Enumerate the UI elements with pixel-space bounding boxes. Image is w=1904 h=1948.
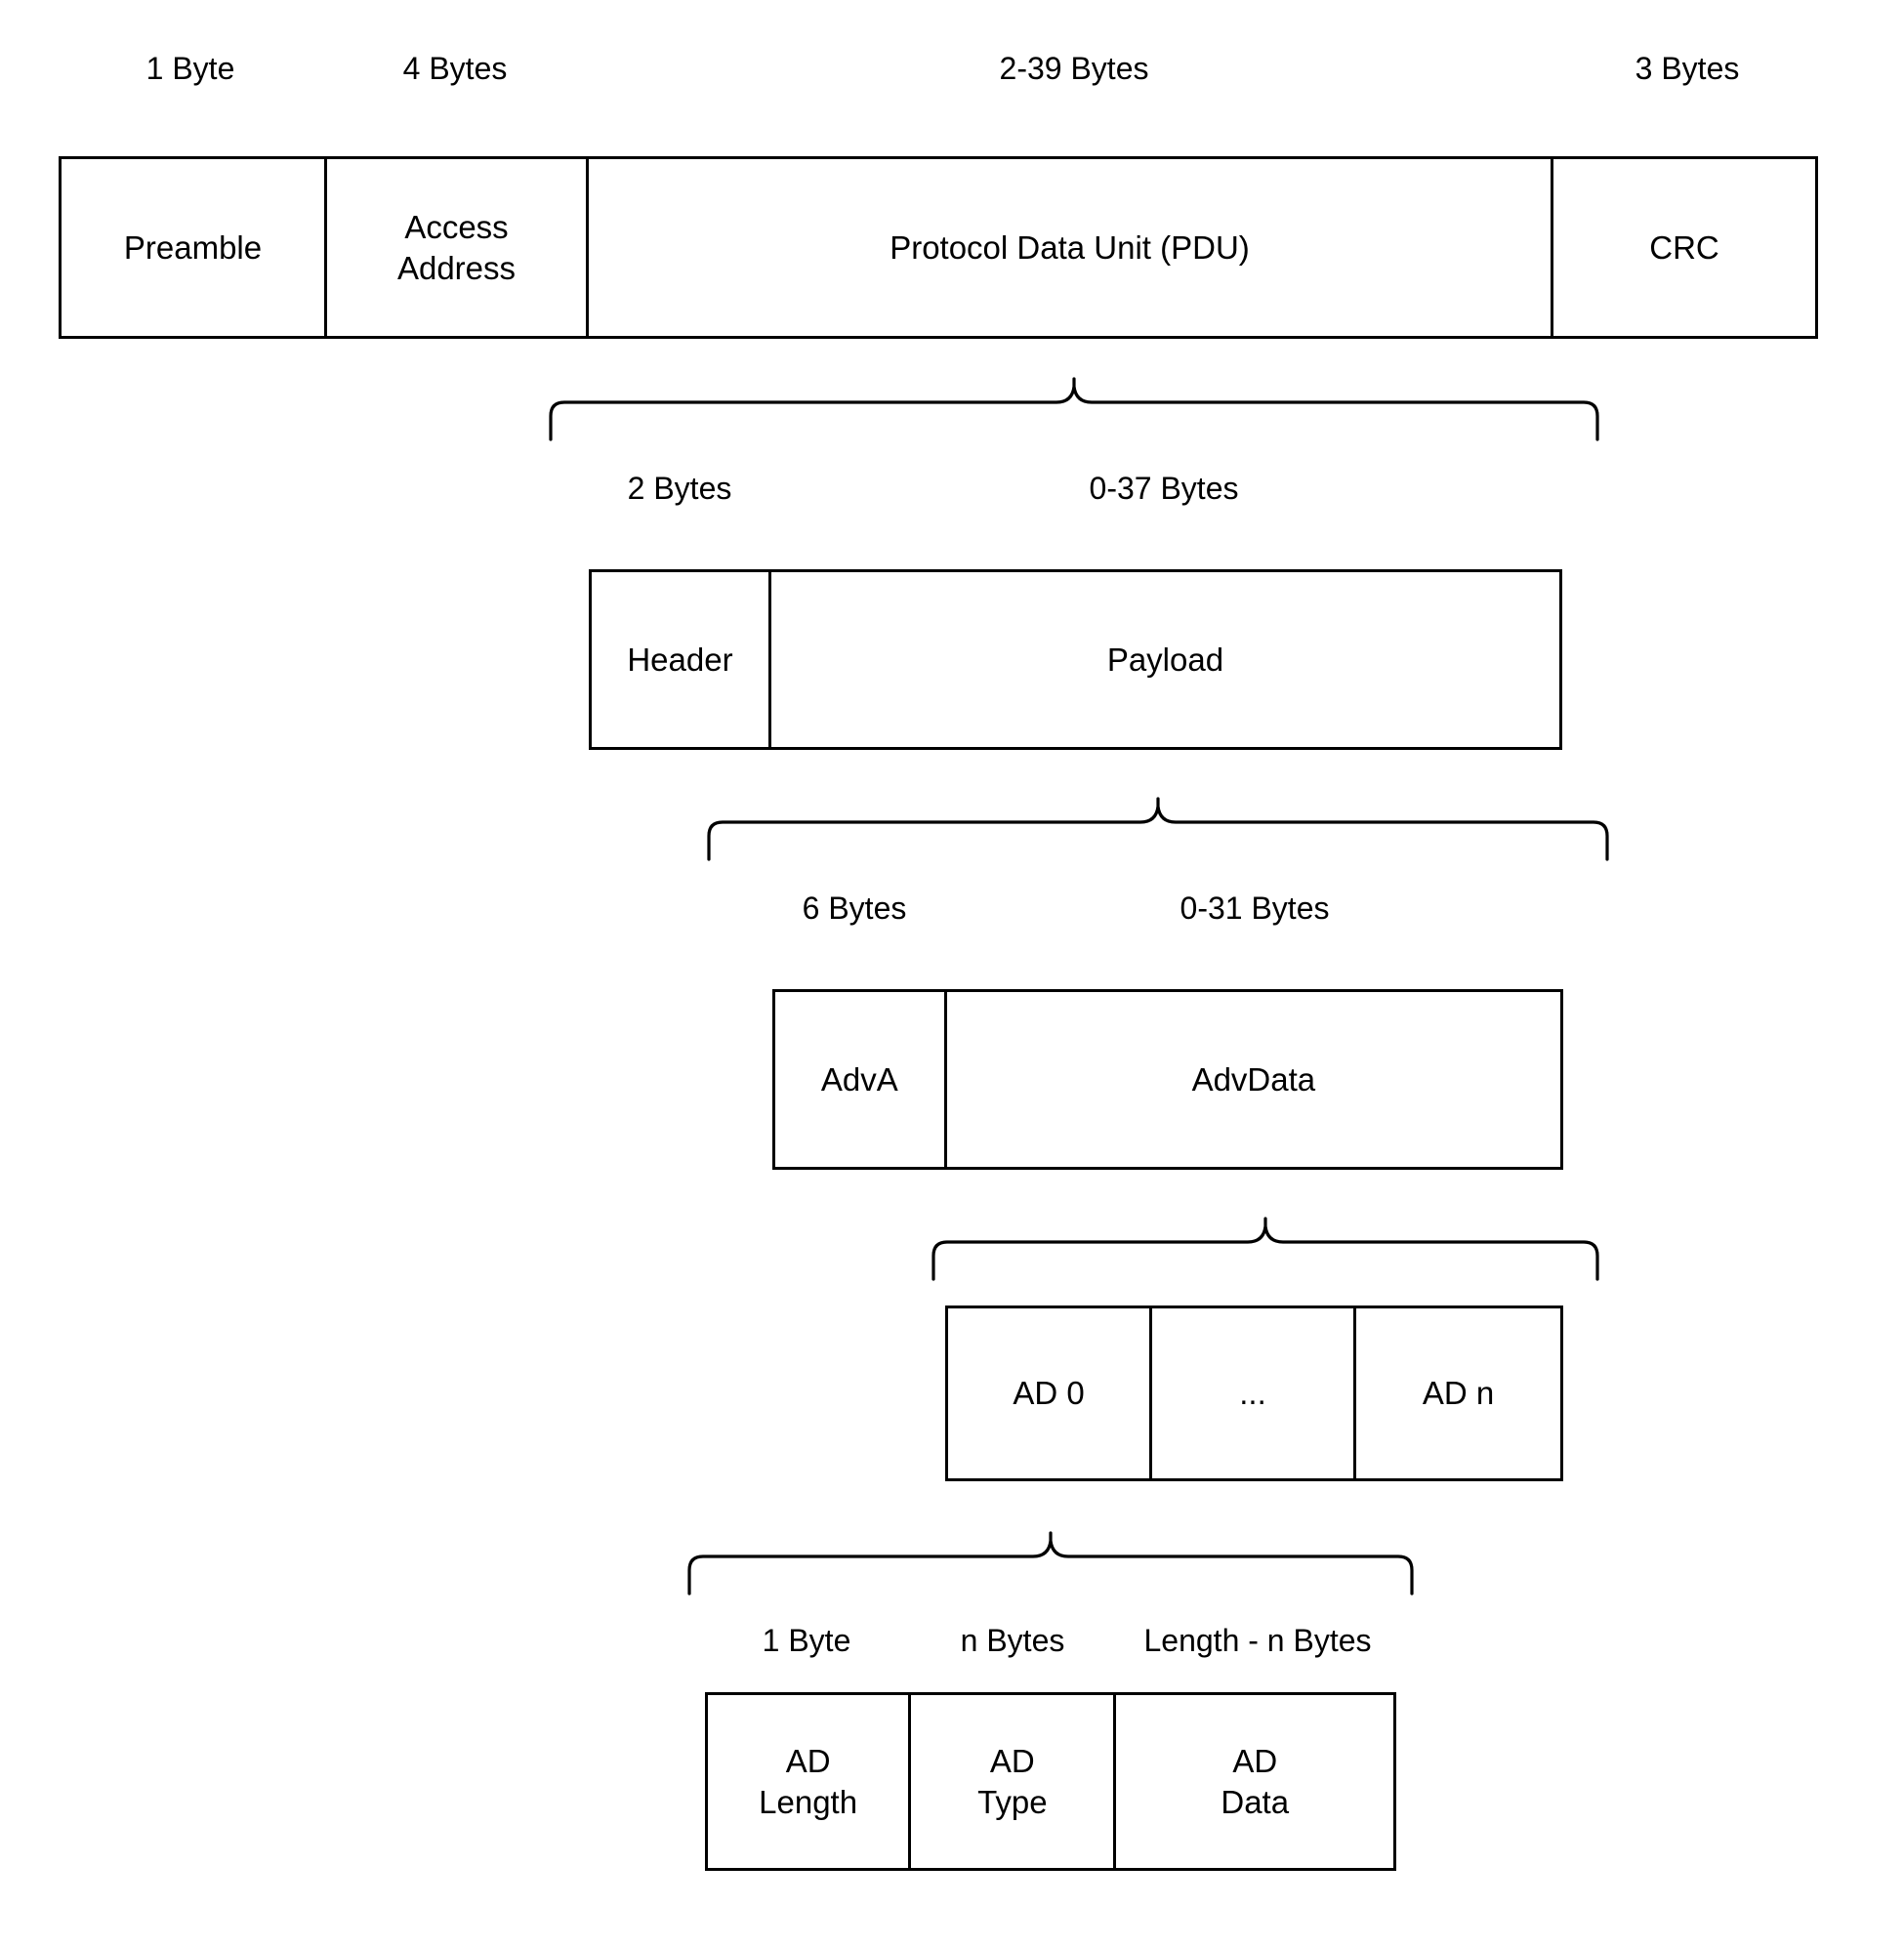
packet-row: Preamble Access Address Protocol Data Un…: [59, 156, 1818, 339]
size-label-payload: 0-37 Bytes: [1089, 471, 1239, 506]
field-access-address[interactable]: Access Address: [327, 159, 589, 336]
field-adva[interactable]: AdvA: [775, 992, 947, 1167]
field-ad-0[interactable]: AD 0: [948, 1308, 1153, 1478]
field-advdata[interactable]: AdvData: [946, 992, 1560, 1167]
size-label-preamble: 1 Byte: [145, 51, 235, 86]
size-label-adva: 6 Bytes: [802, 891, 907, 926]
size-label-crc: 3 Bytes: [1635, 51, 1740, 86]
size-label-access-address: 4 Bytes: [402, 51, 508, 86]
field-ad-length[interactable]: AD Length: [708, 1695, 912, 1868]
brace-payload-expand: [705, 797, 1611, 861]
ad-structure-row: AD Length AD Type AD Data: [705, 1692, 1396, 1871]
field-ad-n[interactable]: AD n: [1356, 1308, 1561, 1478]
size-label-ad-data: Length - n Bytes: [1143, 1623, 1372, 1658]
field-pdu[interactable]: Protocol Data Unit (PDU): [589, 159, 1553, 336]
brace-pdu-expand: [547, 377, 1601, 441]
size-label-pdu: 2-39 Bytes: [999, 51, 1149, 86]
advdata-row: AD 0 ... AD n: [945, 1306, 1563, 1481]
brace-ad-expand: [685, 1531, 1416, 1596]
pdu-row: Header Payload: [589, 569, 1562, 750]
field-ad-type[interactable]: AD Type: [911, 1695, 1117, 1868]
size-label-ad-length: 1 Byte: [762, 1623, 851, 1658]
size-label-header: 2 Bytes: [627, 471, 732, 506]
field-ad-data[interactable]: AD Data: [1116, 1695, 1394, 1868]
field-preamble[interactable]: Preamble: [62, 159, 327, 336]
brace-advdata-expand: [930, 1217, 1601, 1281]
field-crc[interactable]: CRC: [1553, 159, 1815, 336]
field-payload[interactable]: Payload: [770, 572, 1559, 747]
field-ad-ellipsis[interactable]: ...: [1152, 1308, 1357, 1478]
field-header[interactable]: Header: [592, 572, 771, 747]
payload-row: AdvA AdvData: [772, 989, 1563, 1170]
size-label-advdata: 0-31 Bytes: [1180, 891, 1330, 926]
size-label-ad-type: n Bytes: [960, 1623, 1065, 1658]
